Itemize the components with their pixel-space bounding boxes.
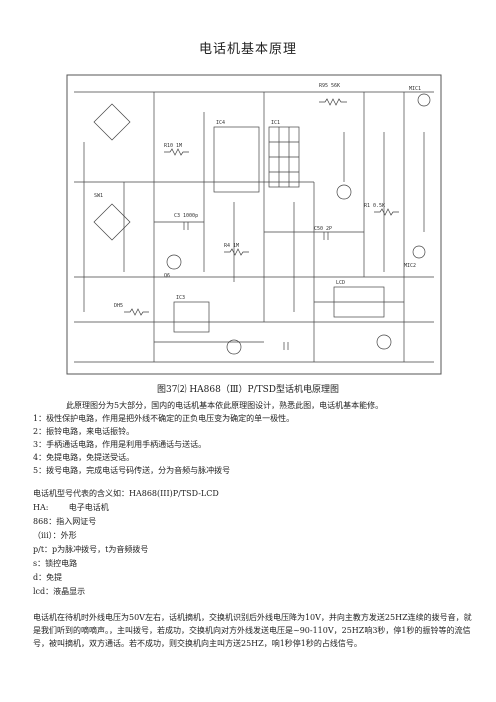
page-title: 电话机基本原理 bbox=[198, 42, 297, 57]
part-item-4: 4：免提电路，免提送受话。 bbox=[33, 453, 135, 462]
svg-text:R10 1M: R10 1M bbox=[164, 143, 182, 149]
svg-text:DH5: DH5 bbox=[114, 303, 123, 309]
svg-text:MIC1: MIC1 bbox=[409, 86, 421, 92]
part-item-1: 1：极性保护电路，作用是把外线不确定的正负电压变为确定的单一极性。 bbox=[33, 414, 295, 423]
svg-text:SW1: SW1 bbox=[94, 193, 103, 199]
svg-text:MIC2: MIC2 bbox=[404, 263, 416, 269]
svg-text:LCD: LCD bbox=[336, 280, 345, 286]
svg-text:R95 56K: R95 56K bbox=[319, 83, 340, 89]
svg-text:IC1: IC1 bbox=[271, 120, 280, 126]
closing-paragraph: 电话机在待机时外线电压为50V左右，话机摘机，交换机识别后外线电压降为10V，并… bbox=[33, 613, 472, 648]
svg-text:IC4: IC4 bbox=[216, 120, 225, 126]
model-item-ha: HA: 电子电话机 bbox=[33, 503, 109, 512]
svg-text:C3 1000p: C3 1000p bbox=[174, 213, 198, 219]
model-item-lcd: lcd：液晶显示 bbox=[33, 587, 86, 596]
intro-paragraph: 此原理图分为5大部分，国内的电话机基本依此原理图设计，熟悉此图，电话机基本能修。 bbox=[66, 401, 384, 410]
model-item-shape: （iii）：外形 bbox=[33, 531, 77, 540]
model-item-handsfree: d：免提 bbox=[33, 573, 63, 582]
model-heading: 电话机型号代表的含义如：HA868(III)P/TSD-LCD bbox=[33, 489, 219, 498]
svg-text:Q6: Q6 bbox=[164, 273, 170, 279]
svg-text:C50 2P: C50 2P bbox=[314, 226, 332, 232]
figure-caption: 图37⑵ HA868（Ⅲ）P/TSD型话机电原理图 bbox=[157, 385, 339, 395]
svg-text:IC3: IC3 bbox=[176, 295, 185, 301]
model-item-lock: s：锁控电路 bbox=[33, 559, 78, 568]
part-item-2: 2：振铃电路，来电话振铃。 bbox=[33, 427, 135, 436]
svg-text:R1 0.5K: R1 0.5K bbox=[364, 203, 385, 209]
part-item-3: 3：手柄通话电路，作用是利用手柄通话与送话。 bbox=[33, 440, 207, 449]
model-item-868: 868：指入网证号 bbox=[33, 517, 97, 526]
part-item-5: 5：拨号电路，完成电话号码传送，分为音频与脉冲拨号 bbox=[33, 466, 231, 475]
svg-text:R4 1M: R4 1M bbox=[224, 243, 239, 249]
model-item-dial: p/t：p为脉冲拨号，t为音频拨号 bbox=[33, 545, 149, 554]
circuit-diagram: R95 56K R10 1M IC4 IC1 MIC1 MIC2 C3 1000… bbox=[66, 74, 442, 375]
